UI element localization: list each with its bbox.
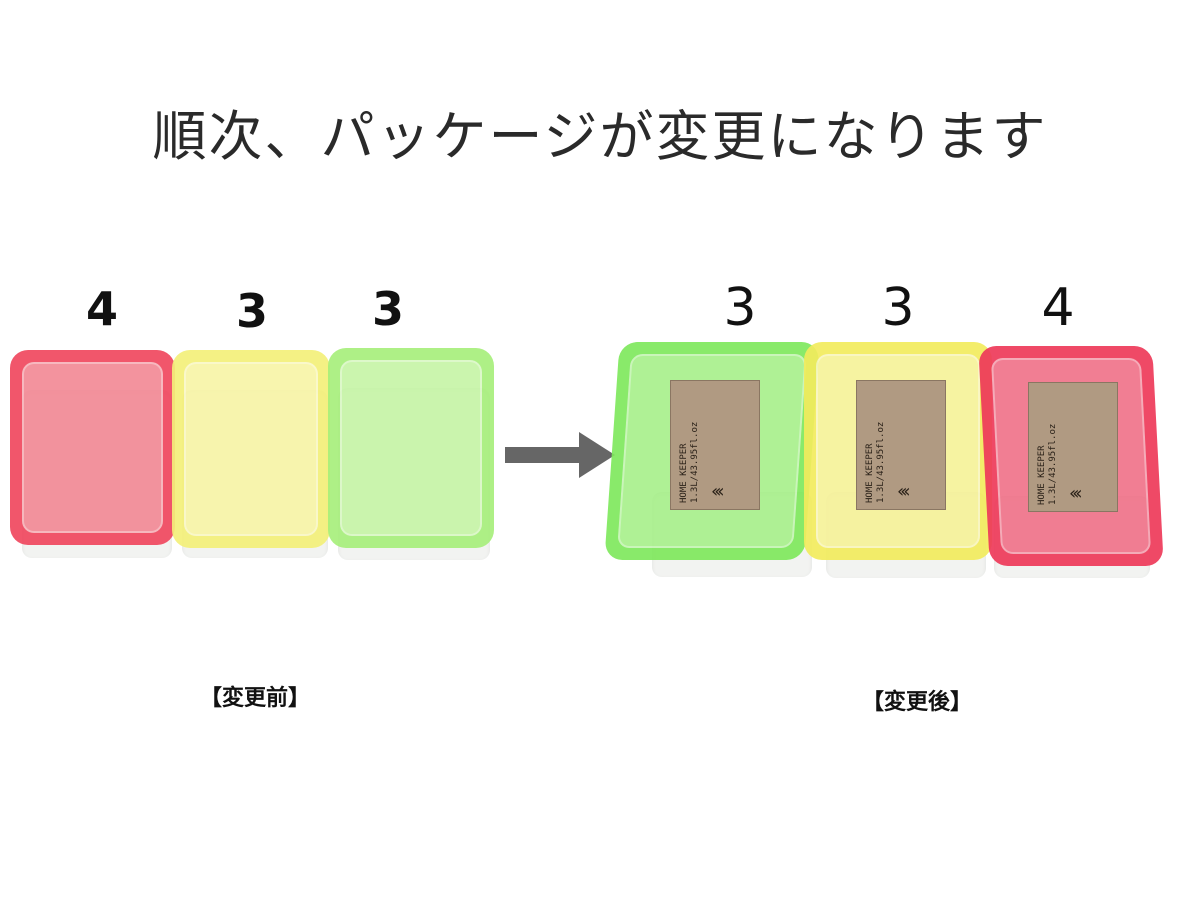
before-lid-yellow xyxy=(172,350,330,548)
label-line2: 1.3L/43.95fl.oz xyxy=(876,421,886,503)
chevron-icon: ‹‹‹ xyxy=(897,481,910,502)
before-lid-green xyxy=(328,348,494,548)
before-count-1: 4 xyxy=(85,282,118,336)
label-line2: 1.3L/43.95fl.oz xyxy=(690,421,700,503)
label-line1: HOME KEEPER xyxy=(865,443,875,503)
label-line1: HOME KEEPER xyxy=(1037,445,1047,505)
chevron-icon: ‹‹‹ xyxy=(1069,483,1082,504)
before-container-red xyxy=(10,350,178,560)
before-container-yellow xyxy=(172,350,332,560)
after-count-2: 3 xyxy=(881,278,915,338)
page-headline: 順次、パッケージが変更になります xyxy=(152,105,1048,168)
right-arrow-icon xyxy=(505,432,615,478)
chevron-icon: ‹‹‹ xyxy=(711,481,724,502)
before-lid-red xyxy=(10,350,175,545)
after-caption: 【変更後】 xyxy=(862,690,973,715)
before-caption: 【変更前】 xyxy=(200,686,311,711)
after-count-3: 4 xyxy=(1041,278,1075,338)
label-line2: 1.3L/43.95fl.oz xyxy=(1048,423,1058,505)
label-line1: HOME KEEPER xyxy=(679,443,689,503)
after-count-1: 3 xyxy=(723,278,757,338)
before-count-2: 3 xyxy=(235,284,268,338)
before-count-3: 3 xyxy=(371,282,404,336)
before-container-green xyxy=(328,348,496,563)
